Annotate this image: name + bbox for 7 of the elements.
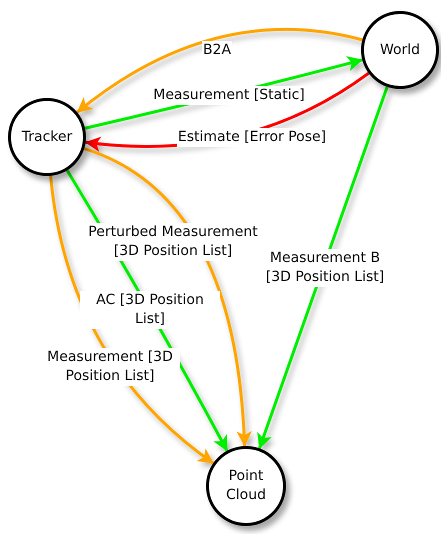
arrow	[76, 28, 363, 114]
edge-label: Estimate [Error Pose]	[176, 128, 328, 146]
node-label: World	[378, 40, 422, 60]
node-label: Tracker	[20, 128, 74, 146]
node-label: Point Cloud	[225, 467, 267, 505]
edge-label: Measurement [Static]	[152, 86, 306, 104]
edge-label: AC [3D Position List]	[80, 291, 220, 329]
